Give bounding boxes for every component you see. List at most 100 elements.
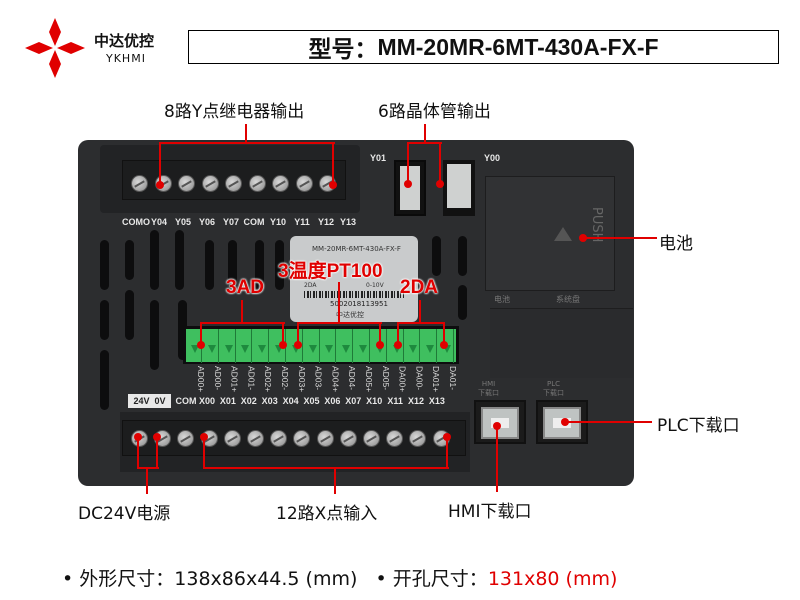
annotation-line — [408, 142, 442, 144]
terminal-screw — [339, 430, 357, 447]
pin-arrow-icon — [443, 345, 451, 353]
annotation-line — [334, 467, 336, 494]
terminal-label: Y11 — [294, 217, 310, 227]
terminal-label: X02 — [240, 396, 257, 406]
annotation-dot — [404, 180, 412, 188]
annotation-line — [146, 467, 148, 494]
analog-label: AD04+ — [330, 366, 341, 393]
terminal-label: X00 — [198, 396, 216, 406]
annotation-line — [203, 467, 449, 469]
plc-port-annotation: PLC下载口 — [657, 416, 740, 436]
annotation-dot — [579, 234, 587, 242]
analog-label: AD05- — [380, 366, 391, 391]
x-input-annotation: 12路X点输入 — [276, 504, 378, 524]
relay-output-annotation: 8路Y点继电器输出 — [164, 102, 305, 122]
annotation-dot — [197, 341, 205, 349]
battery-cover[interactable]: PUSH — [485, 176, 615, 291]
annotation-line — [443, 322, 445, 345]
terminal-screw — [177, 430, 195, 447]
vent-slot — [125, 290, 134, 340]
annotation-line — [282, 322, 284, 345]
pin-arrow-icon — [342, 345, 351, 353]
annotation-line — [200, 322, 285, 324]
annotation-line — [245, 124, 247, 143]
vent-slot — [100, 300, 109, 340]
terminal-label: X05 — [303, 396, 320, 406]
model-value: MM-20MR-6MT-430A-FX-F — [377, 33, 659, 60]
analog-label: AD00- — [212, 366, 223, 391]
analog-label: AD03+ — [296, 366, 307, 393]
analog-label: DA01+ — [431, 366, 442, 393]
sticker-da: 2DA — [304, 282, 317, 289]
da-annotation: 2DA — [400, 277, 439, 298]
transistor-output-annotation: 6路晶体管输出 — [378, 102, 491, 122]
hmi-port-label: HMI 下载口 — [478, 380, 499, 397]
vent-slot — [275, 240, 284, 290]
terminal-pin — [320, 329, 337, 363]
terminal-screw — [247, 430, 264, 447]
pin-arrow-icon — [207, 345, 216, 353]
terminal-label: X01 — [219, 396, 236, 406]
terminal-label: X13 — [428, 396, 445, 406]
model-label: 型号： — [308, 36, 378, 62]
annotation-line — [297, 322, 382, 324]
battery-sublabel: 电池 — [494, 295, 510, 304]
pin-arrow-icon — [359, 345, 367, 353]
bottom-terminal-block — [122, 420, 466, 456]
hmi-usb-port[interactable] — [474, 400, 526, 444]
annotation-line — [424, 124, 426, 143]
annotation-dot — [279, 341, 287, 349]
terminal-pin — [354, 329, 370, 363]
vent-slot — [432, 236, 441, 276]
terminal-screw — [178, 175, 195, 192]
annotation-line — [159, 142, 161, 184]
annotation-line — [583, 237, 657, 239]
annotation-dot — [440, 341, 448, 349]
analog-label: AD04- — [347, 366, 358, 391]
analog-label: AD02- — [280, 366, 290, 391]
annotation-dot — [134, 433, 142, 441]
top-terminal-block — [122, 160, 346, 200]
annotation-line — [137, 437, 139, 468]
pin-arrow-icon — [392, 345, 401, 353]
vent-slot — [100, 350, 109, 410]
sticker-brand: 中达优控 — [336, 311, 364, 319]
annotation-dot — [436, 180, 444, 188]
annotation-dot — [153, 433, 161, 441]
terminal-screw — [293, 430, 311, 447]
terminal-pin — [287, 329, 303, 363]
analog-label: DA01- — [448, 366, 458, 391]
terminal-label: Y07 — [222, 217, 240, 227]
vent-slot — [205, 240, 214, 290]
analog-terminal-block — [186, 329, 456, 363]
annotation-line — [397, 322, 399, 345]
annotation-dot — [394, 341, 402, 349]
cutout-value: 131x80 (mm) — [487, 568, 618, 590]
terminal-pin — [220, 329, 236, 363]
terminal-pin — [388, 329, 404, 363]
pt100-annotation: 3温度PT100 — [278, 261, 383, 282]
terminal-screw — [272, 175, 289, 192]
annotation-dot — [376, 341, 384, 349]
right-housing — [490, 308, 633, 378]
terminal-screw — [223, 430, 241, 447]
y00-label: Y00 — [483, 153, 501, 163]
battery-annotation: 电池 — [659, 234, 693, 254]
terminal-screw — [386, 430, 404, 447]
terminal-pin — [253, 329, 270, 363]
pin-arrow-icon — [426, 345, 435, 353]
terminal-label: X10 — [366, 396, 383, 406]
terminal-pin — [438, 329, 454, 363]
annotation-line — [397, 322, 445, 324]
vent-slot — [150, 300, 159, 370]
analog-label: AD02+ — [263, 366, 274, 393]
analog-label: DA00+ — [397, 366, 408, 393]
product-sticker: MM-20MR-6MT-430A-FX-F 2DA 0-10V 50020181… — [290, 236, 418, 322]
bullet: • — [375, 568, 387, 590]
pin-arrow-icon — [325, 345, 334, 353]
push-arrow-icon — [554, 227, 572, 241]
annotation-line — [203, 437, 205, 468]
terminal-screw — [316, 430, 334, 447]
annotation-line — [156, 437, 158, 468]
terminal-pin — [404, 329, 421, 363]
